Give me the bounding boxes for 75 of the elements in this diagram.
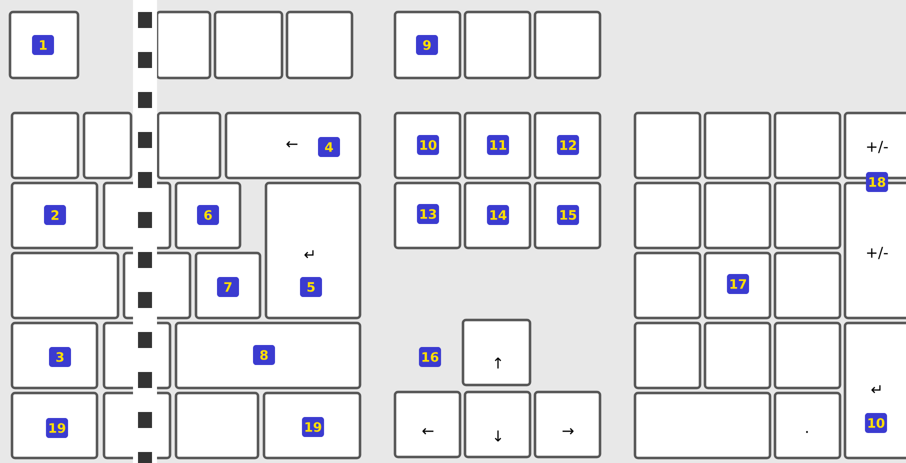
keyboard-key bbox=[634, 182, 702, 250]
keyboard-key bbox=[10, 252, 120, 320]
key-symbol: +/- bbox=[867, 246, 888, 260]
callout-number: 12 bbox=[556, 135, 580, 155]
keyboard-key bbox=[464, 10, 532, 80]
keyboard-key bbox=[224, 112, 362, 180]
key-symbol: ↵ bbox=[304, 250, 314, 258]
keyboard-key bbox=[462, 318, 532, 386]
callout-number: 8 bbox=[253, 345, 275, 365]
keyboard-key bbox=[634, 112, 702, 180]
key-symbol: ↵ bbox=[871, 385, 881, 394]
keyboard-key bbox=[634, 322, 702, 390]
key-symbol: ← bbox=[422, 428, 434, 434]
callout-number: 9 bbox=[416, 35, 438, 55]
keyboard-key bbox=[174, 392, 260, 460]
callout-number: 13 bbox=[416, 204, 440, 224]
key-symbol: ↑ bbox=[494, 358, 502, 368]
keyboard-key bbox=[214, 10, 284, 80]
keyboard-key bbox=[704, 322, 772, 390]
keyboard-key bbox=[844, 322, 906, 460]
keyboard-key bbox=[10, 182, 98, 250]
keyboard-key bbox=[774, 392, 842, 460]
keyboard-key bbox=[264, 182, 362, 320]
keyboard-key bbox=[156, 10, 212, 80]
keyboard-key bbox=[156, 112, 222, 180]
keyboard-key bbox=[10, 112, 80, 180]
keyboard-key bbox=[394, 112, 462, 180]
callout-number: 19 bbox=[46, 418, 68, 438]
keyboard-key bbox=[10, 322, 98, 390]
callout-number: 15 bbox=[556, 205, 580, 225]
callout-number: 1 bbox=[32, 35, 54, 55]
keyboard-key bbox=[286, 10, 354, 80]
keyboard-key bbox=[394, 182, 462, 250]
key-symbol: . bbox=[806, 431, 808, 433]
keyboard-key bbox=[10, 392, 98, 460]
keyboard-key bbox=[704, 112, 772, 180]
keyboard-key bbox=[634, 252, 702, 320]
keyboard-key bbox=[534, 182, 602, 250]
key-symbol: ← bbox=[286, 141, 298, 148]
keyboard-key bbox=[774, 322, 842, 390]
callout-number: 19 bbox=[302, 417, 324, 437]
keyboard-key bbox=[464, 390, 532, 458]
keyboard-key bbox=[534, 112, 602, 180]
keyboard-key bbox=[774, 112, 842, 180]
callout-number: 5 bbox=[300, 277, 322, 297]
callout-number: 11 bbox=[486, 135, 510, 155]
keyboard-key bbox=[704, 182, 772, 250]
keyboard-key bbox=[394, 10, 462, 80]
callout-number: 10 bbox=[864, 413, 888, 433]
keyboard-key bbox=[634, 392, 772, 460]
keyboard-key bbox=[394, 390, 462, 458]
keyboard-key bbox=[174, 182, 242, 250]
keyboard-key bbox=[262, 392, 362, 460]
keyboard-key bbox=[774, 252, 842, 320]
callout-number: 16 bbox=[418, 347, 442, 367]
keyboard-key bbox=[464, 112, 532, 180]
keyboard-key bbox=[8, 10, 80, 80]
callout-number: 4 bbox=[318, 137, 340, 157]
key-symbol: +/- bbox=[867, 140, 888, 154]
keyboard-key bbox=[194, 252, 262, 320]
keyboard-key bbox=[464, 182, 532, 250]
keyboard-key bbox=[774, 182, 842, 250]
keyboard-key bbox=[704, 252, 772, 320]
callout-number: 14 bbox=[486, 205, 510, 225]
callout-number: 6 bbox=[197, 205, 219, 225]
key-symbol: → bbox=[562, 428, 574, 434]
callout-number: 10 bbox=[416, 135, 440, 155]
keyboard-key bbox=[174, 322, 362, 390]
keyboard-key bbox=[534, 10, 602, 80]
callout-number: 3 bbox=[49, 347, 71, 367]
keyboard-key bbox=[82, 112, 132, 180]
callout-number: 7 bbox=[217, 277, 239, 297]
callout-number: 2 bbox=[44, 205, 66, 225]
key-symbol: ↓ bbox=[494, 430, 502, 442]
keyboard-key bbox=[534, 390, 602, 458]
